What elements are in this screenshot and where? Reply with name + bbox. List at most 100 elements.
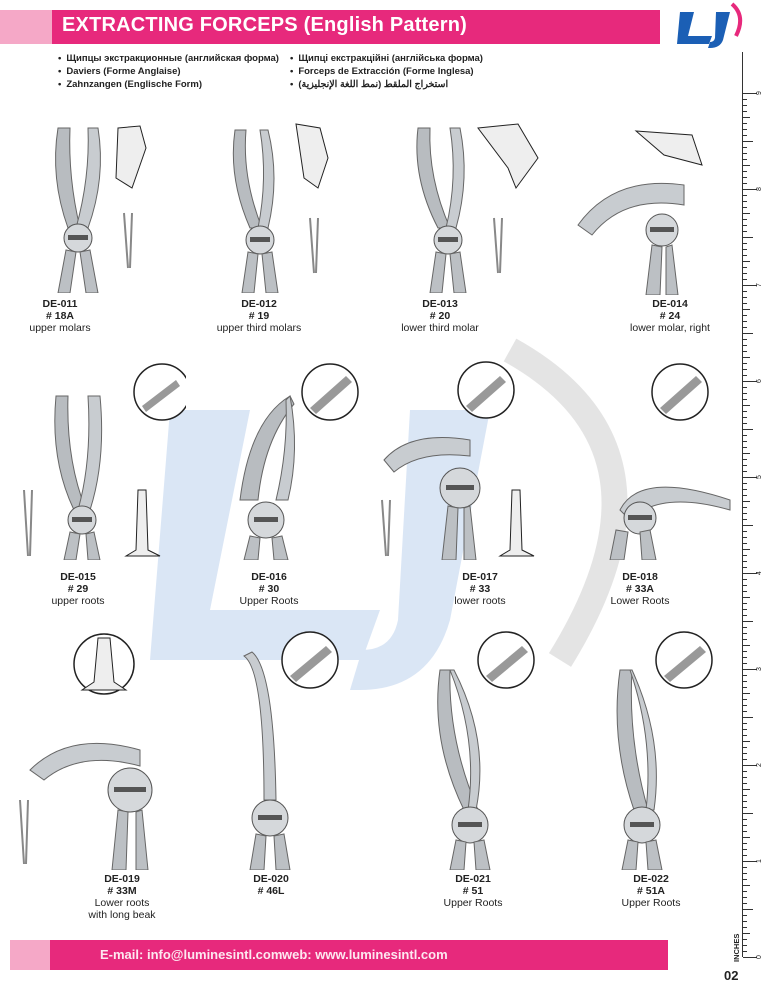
ruler-tick [743,543,747,544]
ruler-tick [743,255,747,256]
product-size: # 51 [462,885,484,897]
product-code: DE-013 [422,298,458,310]
product-caption-de-016: DE-016 # 30 Upper Roots [209,571,329,607]
ruler-tick [743,213,750,214]
ruler-tick [743,813,753,814]
ruler-number: 2 [756,763,762,767]
ruler-tick [743,291,747,292]
product-caption-de-015: DE-015 # 29 upper roots [18,571,138,607]
product-description: lower roots [454,595,506,607]
ruler-tick [743,189,757,190]
ruler-tick [743,387,747,388]
product-size: # 29 [67,583,89,595]
ruler-tick [743,555,747,556]
ruler-tick [743,837,750,838]
product-caption-de-014: DE-014 # 24 lower molar, right [610,298,730,334]
ruler-tick [743,369,747,370]
ruler-tick [743,885,750,886]
language-item: Щипцы экстракционные (английская форма) [58,52,279,65]
ruler-tick [743,345,747,346]
ruler-tick [743,393,747,394]
product-size: # 18A [45,310,75,322]
language-item: Zahnzangen (Englische Form) [58,78,279,91]
ruler-tick [743,267,747,268]
ruler-tick [743,321,747,322]
ruler-tick [743,297,747,298]
product-size: # 20 [429,310,451,322]
ruler-tick [743,231,747,232]
ruler-tick [743,363,747,364]
ruler-tick [743,903,747,904]
ruler-tick [743,525,753,526]
product-caption-de-021: DE-021 # 51 Upper Roots [413,873,533,909]
product-description: lower third molar [401,322,479,334]
footer-band [10,940,668,970]
product-caption-de-011: DE-011 # 18A upper molars [0,298,120,334]
ruler-tick [743,441,747,442]
ruler-number: 3 [756,667,762,671]
ruler-tick [743,495,747,496]
footer-web: web: www.luminesintl.com [282,947,448,962]
ruler-tick [743,327,747,328]
ruler-tick [743,339,747,340]
ruler-tick [743,825,747,826]
language-list-left: Щипцы экстракционные (английская форма) … [58,52,279,91]
ruler-tick [743,399,747,400]
product-description: Upper Roots [443,897,503,909]
product-size: # 46L [257,885,285,897]
product-description: upper molars [29,322,91,334]
product-caption-de-017: DE-017 # 33 lower roots [420,571,540,607]
forceps-image-de-015 [23,363,186,560]
ruler-tick [743,429,753,430]
ruler-tick [743,639,747,640]
ruler-number: 0 [756,955,762,959]
footer-email: E-mail: info@luminesintl.com [100,947,283,962]
ruler-tick [743,735,747,736]
ruler-tick [743,663,747,664]
ruler-tick [743,171,747,172]
ruler-tick [743,705,747,706]
ruler-tick [743,153,747,154]
ruler-number: 4 [756,571,762,575]
lumines-logo [677,2,743,48]
ruler-tick [743,147,747,148]
ruler-tick [743,615,747,616]
ruler-tick [743,435,747,436]
ruler-tick [743,753,747,754]
ruler-tick [743,129,747,130]
ruler-tick [743,831,747,832]
ruler-tick [743,747,747,748]
ruler-tick [743,789,750,790]
language-list-right: Щипці екстракційні (англійська форма) Fo… [290,52,483,91]
ruler-tick [743,891,747,892]
product-caption-de-018: DE-018 # 33A Lower Roots [580,571,700,607]
ruler-tick [743,459,747,460]
product-size: # 33 [469,583,491,595]
ruler-tick [743,279,747,280]
ruler-tick [743,159,747,160]
ruler-number: 5 [756,475,762,479]
ruler-tick [743,855,747,856]
ruler-tick [743,819,747,820]
ruler-tick [743,909,753,910]
ruler-tick [743,135,747,136]
ruler-tick [743,411,747,412]
ruler-tick [743,111,747,112]
ruler-tick [743,513,747,514]
ruler-tick [743,207,747,208]
ruler-tick [743,507,747,508]
ruler-tick [743,621,753,622]
ruler-tick [743,873,747,874]
ruler-tick [743,483,747,484]
product-description: Lower roots with long beak [88,897,156,921]
forceps-image-de-018 [609,363,731,560]
ruler-tick [743,711,747,712]
ruler-tick [743,783,747,784]
ruler-tick [743,453,750,454]
product-caption-de-020: DE-020 # 46L [211,873,331,897]
ruler-tick [743,501,750,502]
ruler-tick [743,951,747,952]
ruler-tick [743,405,750,406]
ruler-tick [743,195,747,196]
product-description: upper third molars [216,322,302,334]
